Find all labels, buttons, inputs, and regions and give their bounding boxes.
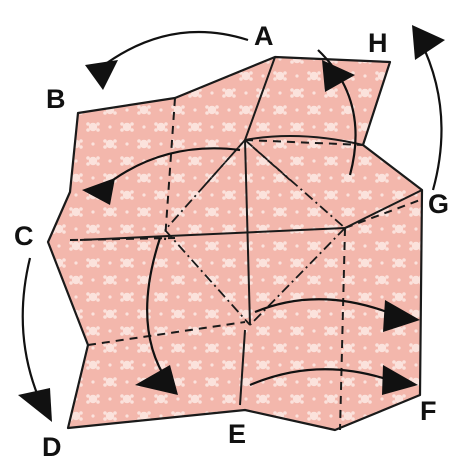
label-e: E xyxy=(228,419,246,449)
arrowhead-d-icon xyxy=(18,388,52,422)
label-f: F xyxy=(420,396,437,426)
arrowhead-b-icon xyxy=(85,60,118,90)
arrow-g-to-h xyxy=(420,40,441,190)
label-h: H xyxy=(368,28,388,58)
label-a: A xyxy=(254,21,274,51)
arrow-a-to-b xyxy=(100,32,248,68)
arrowhead-h-icon xyxy=(412,25,445,60)
label-c: C xyxy=(14,221,34,251)
arrow-c-to-d xyxy=(23,258,45,412)
label-b: B xyxy=(46,84,66,114)
label-d: D xyxy=(42,432,62,462)
label-g: G xyxy=(428,189,449,219)
